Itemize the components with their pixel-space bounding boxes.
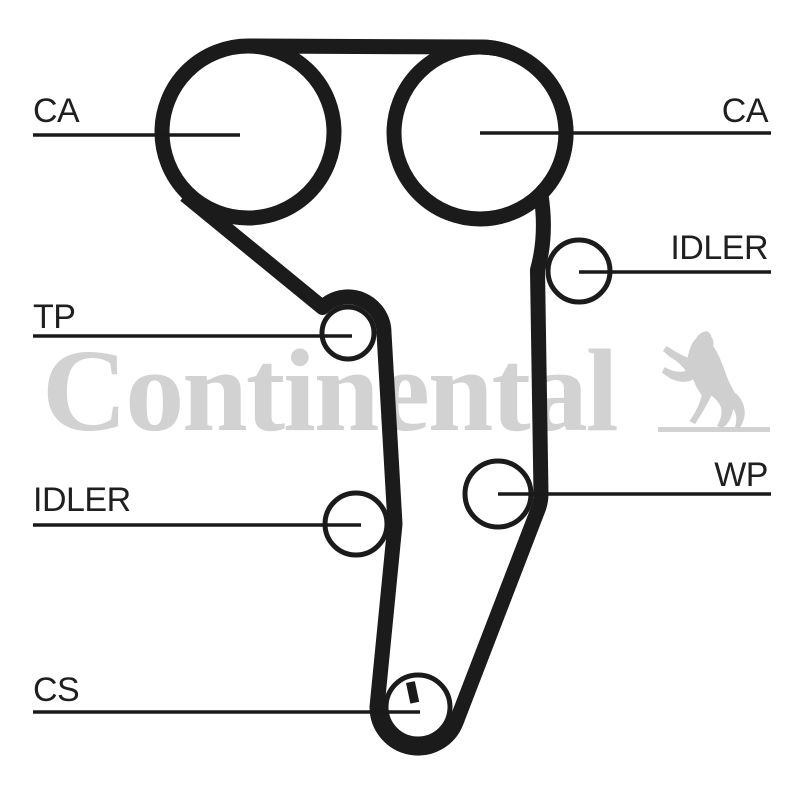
pulley-tensioner — [319, 304, 377, 362]
belt-path — [180, 38, 574, 756]
label-crankshaft: CS — [33, 671, 79, 709]
label-camshaft-right: CA — [722, 92, 769, 130]
label-tensioner: TP — [33, 298, 75, 336]
label-water-pump: WP — [714, 456, 768, 494]
label-camshaft-left: CA — [33, 92, 80, 130]
label-idler-left: IDLER — [33, 481, 131, 519]
rearing-horse-icon — [661, 331, 745, 429]
crankshaft-key-notch — [406, 681, 420, 704]
continental-watermark: Continental — [42, 325, 770, 456]
watermark-underline — [658, 427, 770, 432]
pulley-crankshaft — [383, 672, 453, 742]
leader-lines — [33, 131, 771, 714]
label-idler-right: IDLER — [670, 229, 768, 267]
pulley-labels: CA CA IDLER TP IDLER WP CS — [33, 92, 769, 709]
timing-belt — [154, 38, 574, 756]
pulley-camshaft-left — [170, 54, 326, 210]
